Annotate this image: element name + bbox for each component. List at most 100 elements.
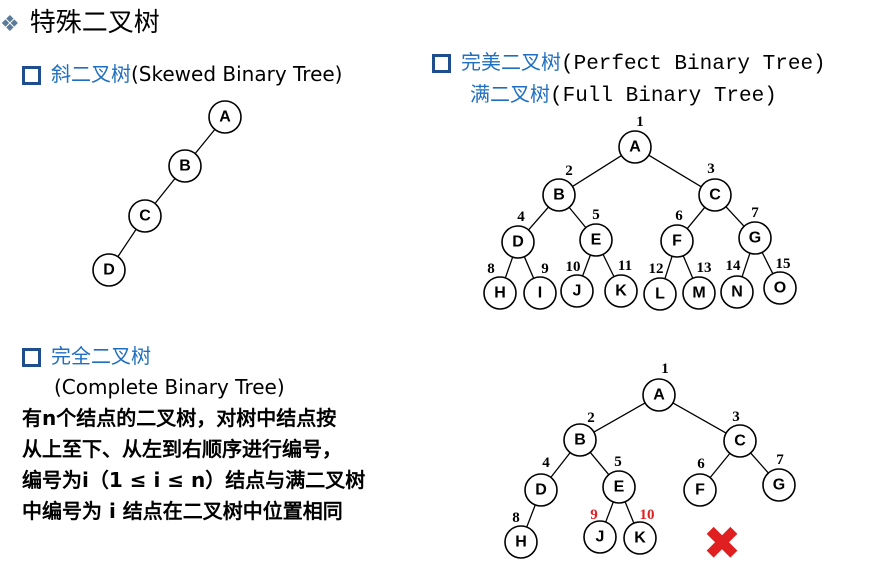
skewed-cn: 斜二叉树 xyxy=(51,62,131,86)
node-label: A xyxy=(653,387,665,404)
node-circle xyxy=(208,100,242,134)
node-index: 8 xyxy=(487,261,495,277)
tree-edge xyxy=(117,228,137,258)
complete-cn: 完全二叉树 xyxy=(51,344,151,368)
node-circle xyxy=(92,253,126,287)
node-label: D xyxy=(512,234,524,251)
node-circle xyxy=(504,525,538,559)
tree-edge xyxy=(504,256,514,279)
skewed-heading: 斜二叉树(Skewed Binary Tree) xyxy=(22,58,342,87)
title-text: 特殊二叉树 xyxy=(29,8,160,38)
node-circle xyxy=(128,199,162,233)
tree-edge xyxy=(194,128,216,155)
node-index: 9 xyxy=(541,261,549,277)
node-index: 4 xyxy=(517,209,525,225)
node-index: 7 xyxy=(776,452,784,468)
tree-node: N xyxy=(720,275,754,309)
node-circle xyxy=(763,271,797,305)
tree-node: D xyxy=(524,473,558,507)
node-index: 3 xyxy=(732,409,740,425)
tree-node: H xyxy=(483,276,517,310)
node-circle xyxy=(524,473,558,507)
perfect-cn2: 满二叉树 xyxy=(470,82,550,106)
node-index: 12 xyxy=(649,261,664,277)
node-circle xyxy=(523,276,557,310)
node-index: 5 xyxy=(614,454,622,470)
node-index: 10 xyxy=(566,259,581,275)
tree-edge xyxy=(686,206,706,230)
tree-edge xyxy=(648,154,702,188)
tree-edge xyxy=(741,252,751,278)
node-index: 2 xyxy=(565,163,573,179)
tree-edge xyxy=(725,206,745,227)
square-bullet-icon xyxy=(22,66,41,85)
tree-node: A xyxy=(208,100,242,134)
node-circle xyxy=(542,178,576,212)
node-label: J xyxy=(596,529,605,546)
node-label: F xyxy=(695,482,705,499)
node-circle xyxy=(560,274,594,308)
square-bullet-icon xyxy=(432,54,451,73)
node-circle xyxy=(618,130,652,164)
tree-edge xyxy=(581,254,592,277)
complete-en: (Complete Binary Tree) xyxy=(54,375,285,399)
tree-edge xyxy=(526,504,536,528)
node-circle xyxy=(602,470,636,504)
node-index: 7 xyxy=(751,205,759,221)
node-index: 10 xyxy=(640,507,655,523)
node-circle xyxy=(579,223,613,257)
tree-edge xyxy=(761,252,774,274)
tree-edge xyxy=(602,254,615,277)
node-label: E xyxy=(614,479,625,496)
tree-node: E xyxy=(579,223,613,257)
tree-node: M xyxy=(682,276,716,310)
red-x-icon: ✖ xyxy=(703,516,742,570)
tree-node: A xyxy=(618,130,652,164)
tree-node: F xyxy=(660,224,694,258)
node-label: F xyxy=(672,233,682,250)
description-line: 有n个结点的二叉树，对树中结点按 xyxy=(22,406,337,430)
tree-node: C xyxy=(723,424,757,458)
node-circle xyxy=(660,224,694,258)
tree-node: F xyxy=(683,473,717,507)
node-circle xyxy=(738,221,772,255)
node-label: B xyxy=(179,158,191,175)
node-index: 13 xyxy=(697,260,712,276)
node-label: B xyxy=(553,187,565,204)
node-circle xyxy=(720,275,754,309)
node-label: J xyxy=(573,283,582,300)
node-index: 2 xyxy=(587,410,595,426)
perfect-en1: (Perfect Binary Tree) xyxy=(561,53,826,76)
node-label: I xyxy=(538,285,542,302)
perfect-cn1: 完美二叉树 xyxy=(461,50,561,74)
tree-edge xyxy=(568,206,587,229)
full-heading: 满二叉树(Full Binary Tree) xyxy=(470,78,777,108)
tree-node: L xyxy=(643,277,677,311)
perfect-heading: 完美二叉树(Perfect Binary Tree) xyxy=(432,46,826,76)
tree-node: E xyxy=(602,470,636,504)
node-label: C xyxy=(139,208,151,225)
node-circle xyxy=(563,423,597,457)
node-circle xyxy=(168,149,202,183)
description-line: 从上至下、从左到右顺序进行编号， xyxy=(22,437,342,461)
node-label: G xyxy=(773,477,785,494)
description-line: 编号为i（1 ≤ i ≤ n）结点与满二叉树 xyxy=(22,468,366,492)
tree-edge xyxy=(523,256,535,279)
node-index: 6 xyxy=(675,208,683,224)
node-circle xyxy=(643,277,677,311)
tree-edge xyxy=(605,501,614,523)
tree-edge xyxy=(709,452,731,479)
node-label: C xyxy=(734,433,746,450)
node-index: 15 xyxy=(776,256,791,272)
node-index: 1 xyxy=(661,361,669,377)
node-label: G xyxy=(749,230,761,247)
tree-edge xyxy=(682,255,694,279)
node-circle xyxy=(583,520,617,554)
tree-edge xyxy=(528,206,549,231)
skewed-en: (Skewed Binary Tree) xyxy=(131,62,343,86)
node-label: C xyxy=(709,187,721,204)
node-label: K xyxy=(634,530,646,547)
node-label: M xyxy=(692,285,705,302)
complete-heading: 完全二叉树 xyxy=(22,340,151,369)
